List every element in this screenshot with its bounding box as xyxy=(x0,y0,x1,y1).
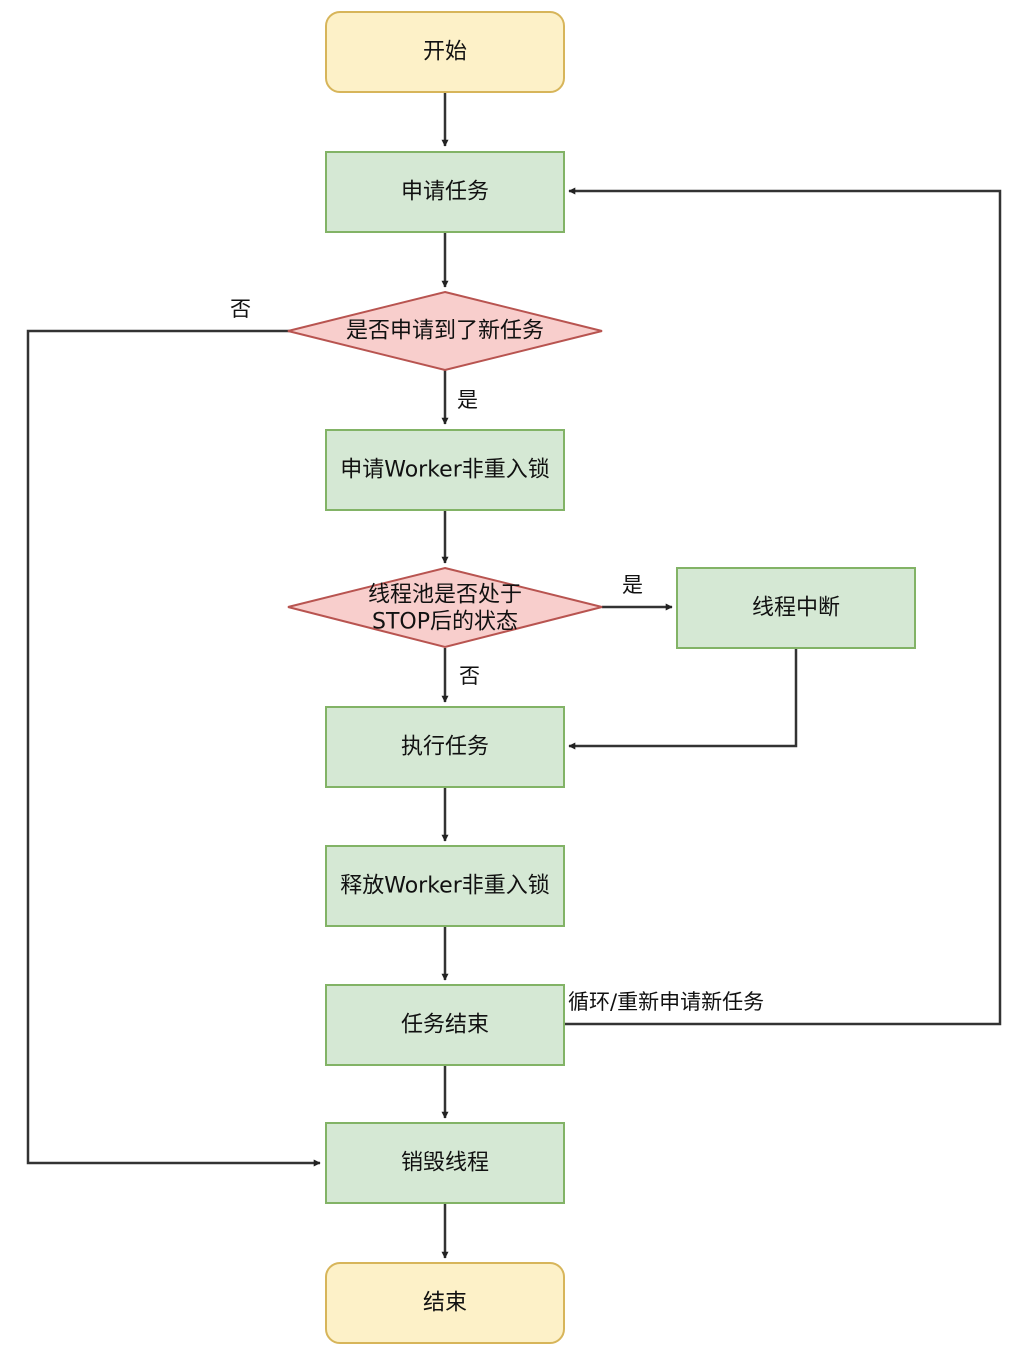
start-node xyxy=(325,11,565,93)
run-task-label: 执行任务 xyxy=(401,735,489,760)
apply-task-label: 申请任务 xyxy=(401,180,489,205)
release-lock-label: 释放Worker非重入锁 xyxy=(340,874,550,899)
got-new-task-decision xyxy=(287,290,603,372)
edge-interrupt-to-run xyxy=(568,648,798,750)
destroy-thread-label: 销毁线程 xyxy=(401,1151,489,1176)
got-new-task-label: 是否申请到了新任务 xyxy=(346,319,544,344)
release-lock-node xyxy=(325,845,565,927)
edge-labels: 否 是 是 否 循环/重新申请新任务 xyxy=(230,297,764,1014)
pool-stop-label-line1: 线程池是否处于 xyxy=(368,583,522,608)
yes-new-task-label: 是 xyxy=(457,388,478,412)
nodes: 开始 申请任务 是否申请到了新任务 申请Worker非重入锁 线程池是否处于 S… xyxy=(287,11,916,1344)
yes-stop-label: 是 xyxy=(622,573,643,597)
pool-stop-decision xyxy=(287,566,603,649)
destroy-thread-node xyxy=(325,1122,565,1204)
end-label: 结束 xyxy=(423,1291,467,1316)
no-stop-label: 否 xyxy=(459,664,480,688)
task-end-label: 任务结束 xyxy=(401,1013,489,1038)
end-node xyxy=(325,1262,565,1344)
start-label: 开始 xyxy=(423,40,467,65)
acquire-lock-label: 申请Worker非重入锁 xyxy=(340,458,550,483)
apply-task-node xyxy=(325,151,565,233)
edge-loop-back-to-apply xyxy=(565,187,1002,1026)
edges xyxy=(26,92,1002,1259)
interrupt-node xyxy=(676,567,916,649)
loop-back-label: 循环/重新申请新任务 xyxy=(568,990,764,1014)
no-new-task-label: 否 xyxy=(230,297,251,321)
acquire-lock-node xyxy=(325,429,565,511)
run-task-node xyxy=(325,706,565,788)
pool-stop-label-line2: STOP后的状态 xyxy=(372,610,518,635)
task-end-node xyxy=(325,984,565,1066)
edge-decision-no-to-destroy xyxy=(26,329,321,1167)
interrupt-label: 线程中断 xyxy=(752,596,840,621)
